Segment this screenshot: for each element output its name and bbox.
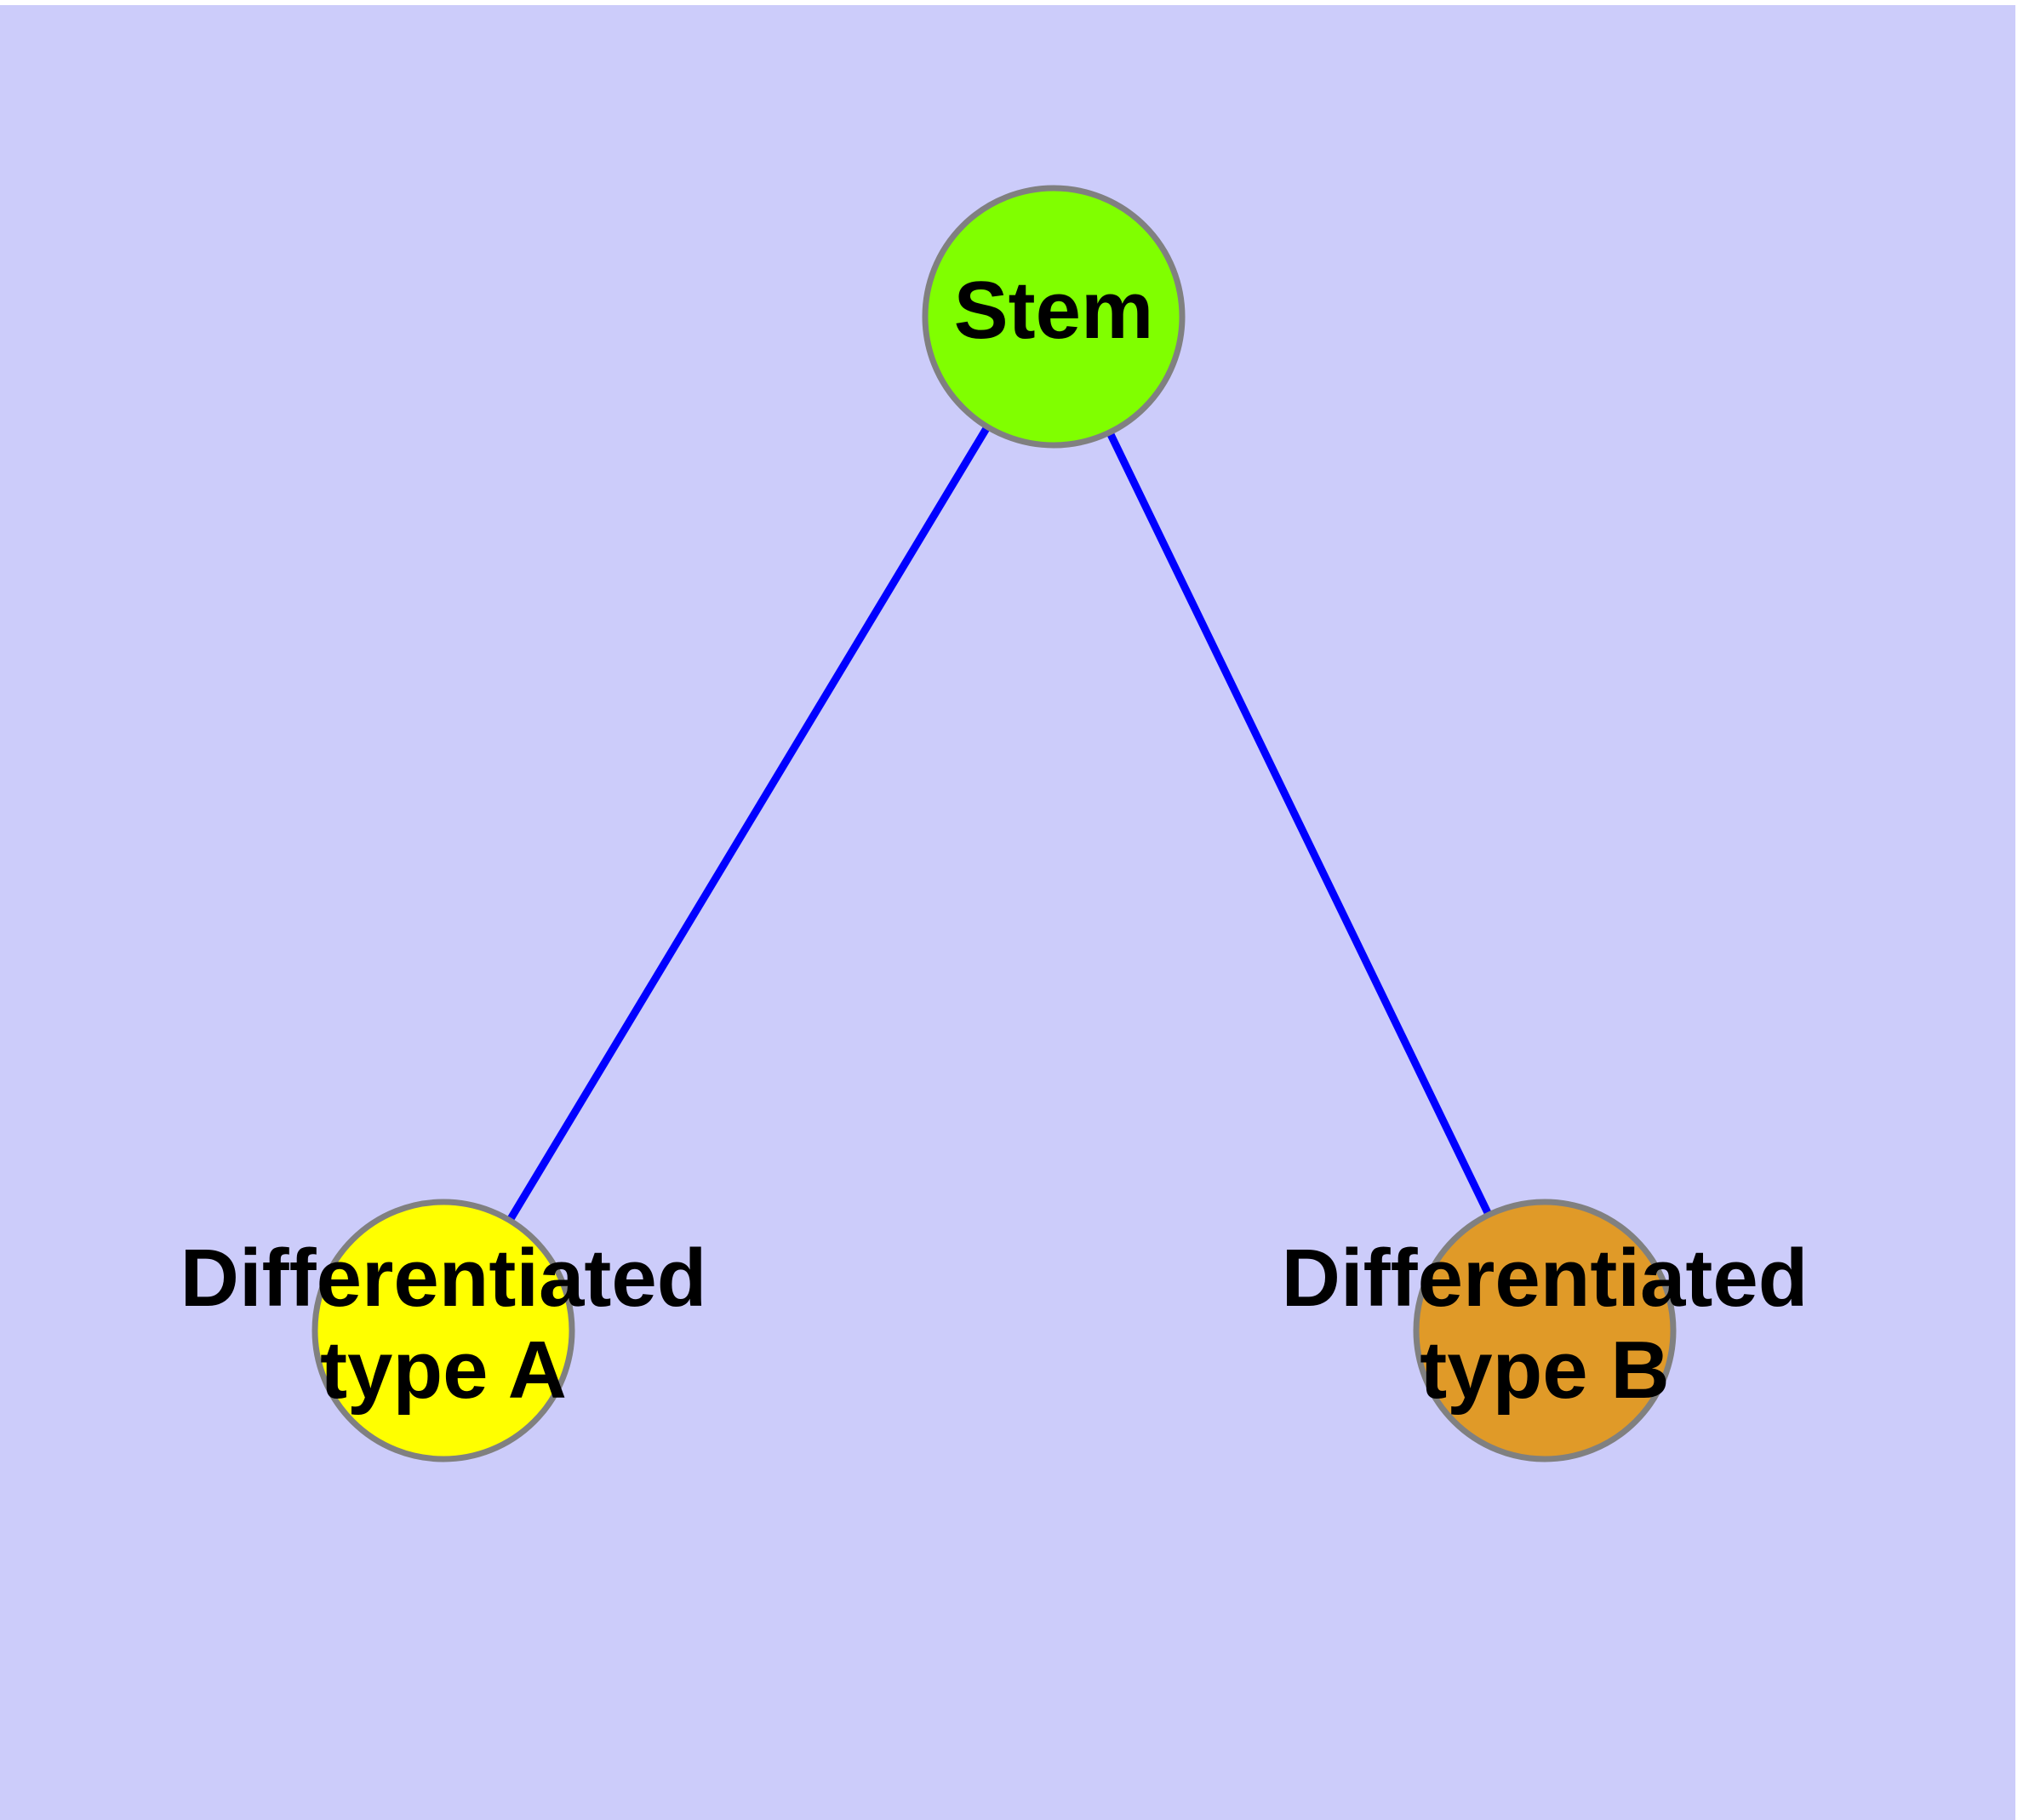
graph-edge[interactable] bbox=[1049, 315, 1549, 1332]
node-label-line: type B bbox=[1420, 1325, 1669, 1416]
node-circle[interactable] bbox=[1413, 1199, 1677, 1462]
node-circle[interactable] bbox=[311, 1199, 575, 1462]
graph-node[interactable]: Stem bbox=[922, 185, 1186, 449]
node-label-line: Differentiated bbox=[180, 1233, 707, 1325]
graph-edge[interactable] bbox=[440, 314, 1057, 1333]
node-label: Stem bbox=[954, 265, 1154, 356]
node-label-line: Stem bbox=[954, 265, 1154, 356]
node-label-line: Differentiated bbox=[1282, 1233, 1809, 1325]
node-circle[interactable] bbox=[922, 185, 1186, 449]
edges-layer bbox=[440, 314, 1549, 1333]
node-label-line: type A bbox=[320, 1325, 567, 1416]
